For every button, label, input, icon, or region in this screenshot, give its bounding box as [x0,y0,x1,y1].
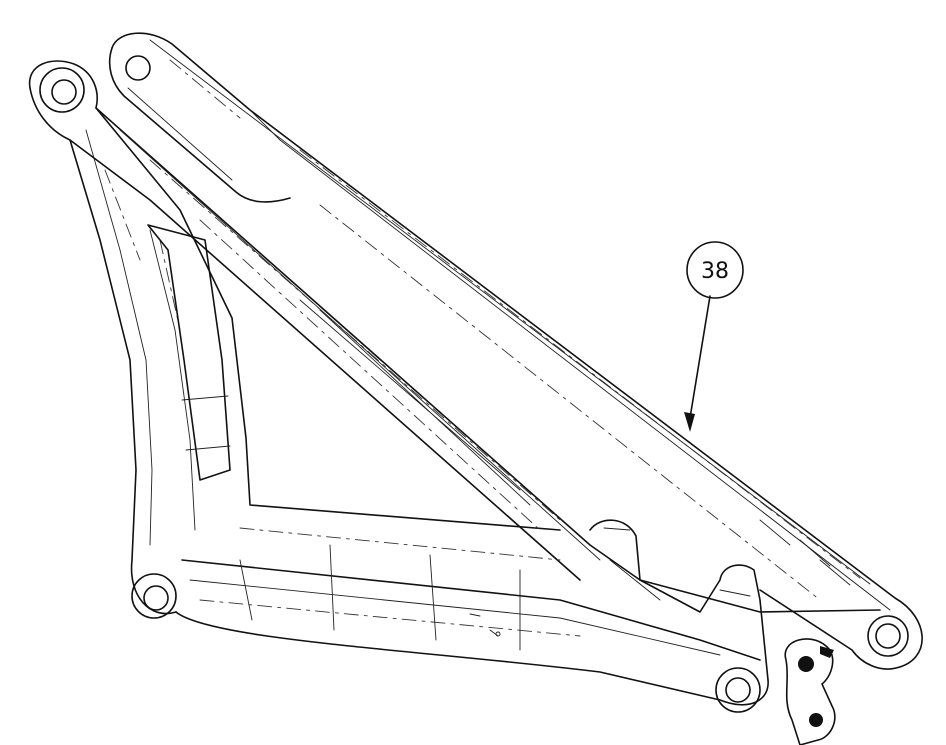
callout-circle [686,241,744,299]
chain-stay-arm [28,60,881,713]
callout-38: 38 [684,241,744,432]
derailleur-hanger [784,638,836,745]
seat-stay-arm [108,32,923,670]
callout-label: 38 [701,259,729,284]
